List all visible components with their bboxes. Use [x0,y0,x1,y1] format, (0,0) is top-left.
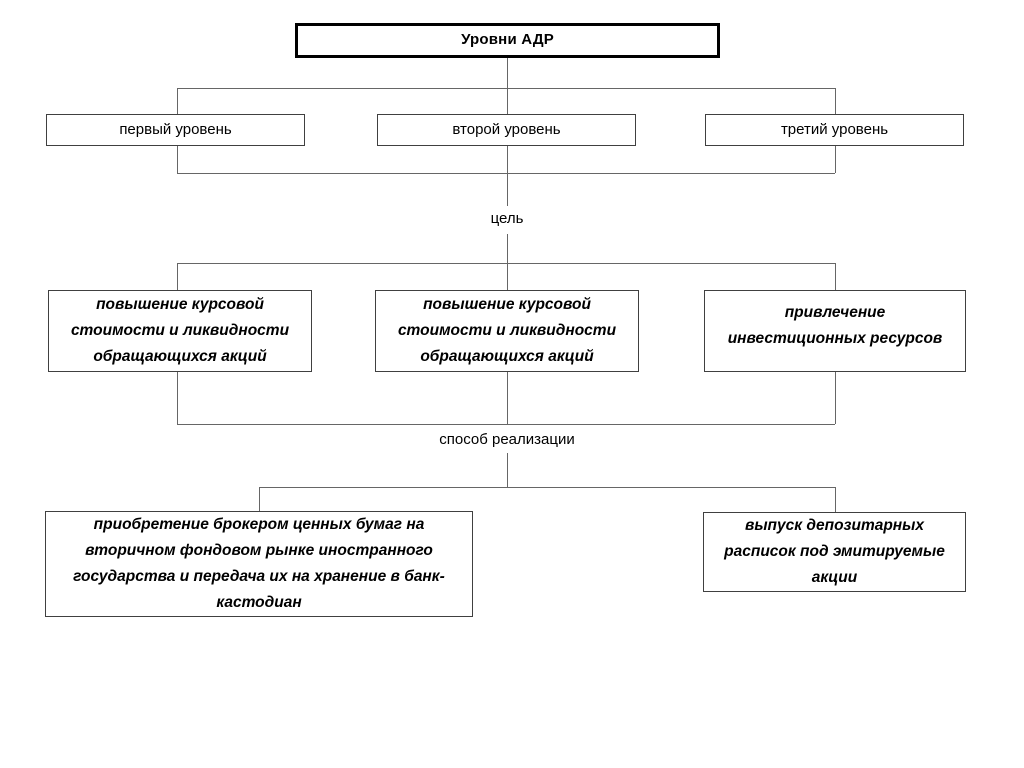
connector-line [177,263,835,264]
connector-line [507,173,508,206]
connector-line [835,487,836,512]
level-box-first: первый уровень [46,114,305,146]
connector-line [507,88,508,114]
connector-line [177,88,835,89]
connector-line [259,487,260,511]
connector-line [177,424,835,425]
goal-box-share-value-2: повышение курсовой стоимости и ликвиднос… [375,290,639,372]
connector-line [177,146,178,173]
connector-line [177,263,178,290]
level-box-third: третий уровень [705,114,964,146]
connector-line [507,263,508,290]
level-box-second: второй уровень [377,114,636,146]
method-box-broker-acquisition: приобретение брокером ценных бумаг на вт… [45,511,473,617]
method-junction-label: способ реализации [377,428,637,452]
goal-box-share-value-1: повышение курсовой стоимости и ликвиднос… [48,290,312,372]
method-box-receipt-issue: выпуск депозитарных расписок под эмитиру… [703,512,966,592]
connector-line [835,372,836,424]
connector-line [507,372,508,424]
connector-line [507,453,508,487]
connector-line [177,173,835,174]
connector-line [507,58,508,88]
connector-line [507,234,508,263]
connector-line [835,88,836,114]
connector-line [177,88,178,114]
root-box-adr-levels: Уровни АДР [295,23,720,58]
goal-junction-label: цель [427,207,587,231]
goal-box-investment-resources: привлечение инвестиционных ресурсов [704,290,966,372]
connector-line [507,146,508,173]
connector-line [835,146,836,173]
connector-line [835,263,836,290]
connector-line [177,372,178,424]
connector-line [259,487,835,488]
